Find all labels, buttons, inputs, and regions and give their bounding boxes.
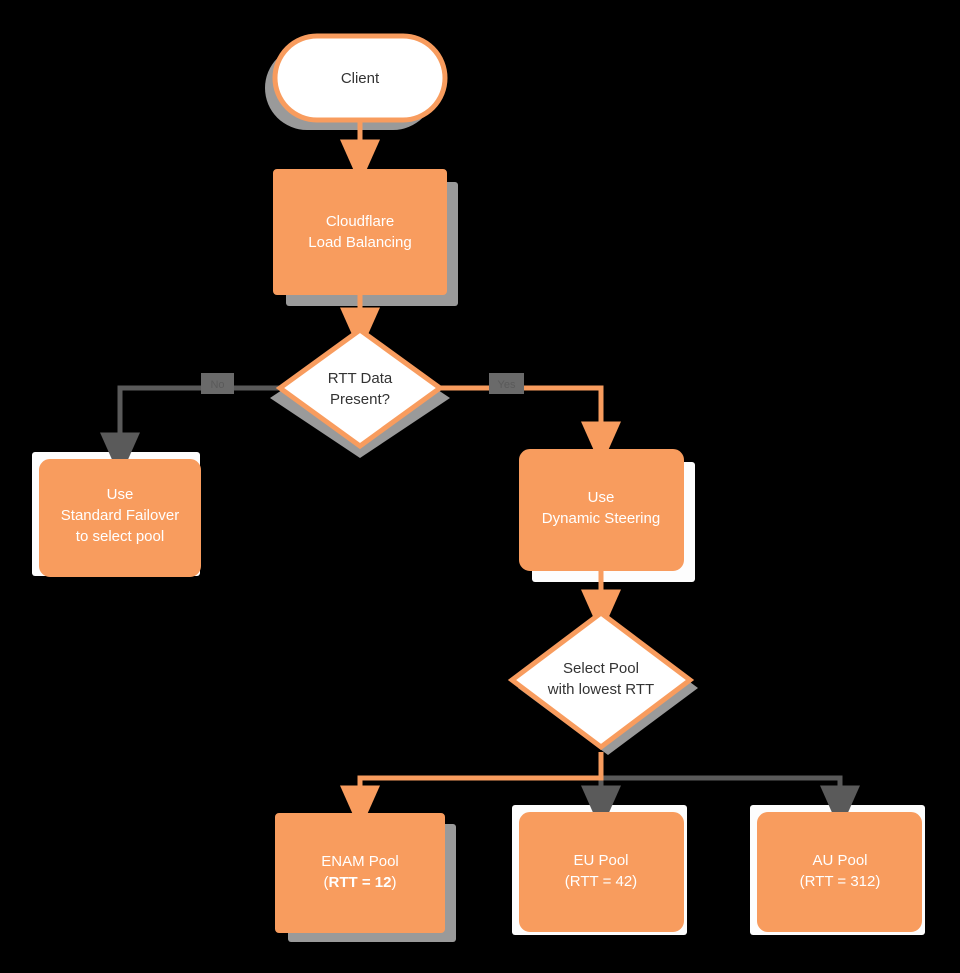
enam-paren-open: ( xyxy=(324,874,329,891)
node-rtt-data-present-line1: RTT Data xyxy=(328,370,393,387)
edge-rtt-yes-to-steering xyxy=(440,385,621,467)
node-select-pool-lowest-rtt[interactable]: Select Pool with lowest RTT xyxy=(507,609,695,751)
edge-select-to-enam xyxy=(340,752,604,831)
node-au-pool[interactable]: AU Pool (RTT = 312) xyxy=(757,812,922,932)
node-au-pool-line2: (RTT = 312) xyxy=(800,873,881,890)
node-au-pool-line1: AU Pool xyxy=(812,852,867,869)
edge-select-to-au xyxy=(601,775,860,831)
node-select-pool-line2: with lowest RTT xyxy=(547,681,654,698)
node-standard-failover-line2: Standard Failover xyxy=(61,507,179,524)
node-enam-pool[interactable]: ENAM Pool (RTT = 12) xyxy=(275,813,445,933)
node-rtt-data-present[interactable]: RTT Data Present? xyxy=(275,326,445,450)
node-eu-pool[interactable]: EU Pool (RTT = 42) xyxy=(519,812,684,932)
node-dynamic-steering-line2: Dynamic Steering xyxy=(542,510,660,527)
node-standard-failover[interactable]: Use Standard Failover to select pool xyxy=(39,459,201,577)
edge-label-no-text: No xyxy=(210,379,224,391)
node-client[interactable]: Client xyxy=(272,33,448,123)
node-standard-failover-line1: Use xyxy=(107,486,134,503)
enam-paren-close: ) xyxy=(391,874,396,891)
enam-rtt-value: RTT = 12 xyxy=(329,874,392,891)
node-cloudflare-lb-line1: Cloudflare xyxy=(326,213,394,230)
node-cloudflare-lb[interactable]: Cloudflare Load Balancing xyxy=(273,169,447,295)
node-dynamic-steering[interactable]: Use Dynamic Steering xyxy=(519,449,684,571)
node-dynamic-steering-line1: Use xyxy=(588,489,615,506)
node-cloudflare-lb-line2: Load Balancing xyxy=(308,234,411,251)
node-select-pool-line1: Select Pool xyxy=(563,660,639,677)
edge-label-yes: Yes xyxy=(489,373,524,394)
node-enam-pool-line1: ENAM Pool xyxy=(321,853,399,870)
edge-label-no: No xyxy=(201,373,234,394)
node-standard-failover-line3: to select pool xyxy=(76,528,164,545)
node-eu-pool-line1: EU Pool xyxy=(573,852,628,869)
node-eu-pool-line2: (RTT = 42) xyxy=(565,873,637,890)
edge-label-yes-text: Yes xyxy=(498,379,516,391)
node-rtt-data-present-line2: Present? xyxy=(330,391,390,408)
node-client-label: Client xyxy=(341,70,380,87)
node-enam-pool-line2: (RTT = 12) xyxy=(324,874,397,891)
edge-rtt-no-to-failover xyxy=(100,385,280,478)
